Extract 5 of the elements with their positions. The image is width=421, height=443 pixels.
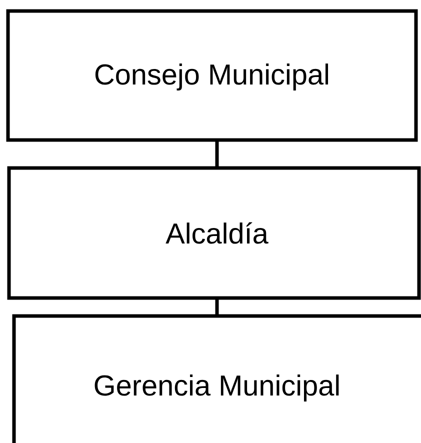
connector-line — [215, 140, 219, 168]
org-box: Consejo Municipal — [6, 9, 418, 142]
org-box: Gerencia Municipal — [12, 314, 421, 443]
org-box: Alcaldía — [7, 166, 421, 300]
connector-line — [215, 298, 219, 316]
